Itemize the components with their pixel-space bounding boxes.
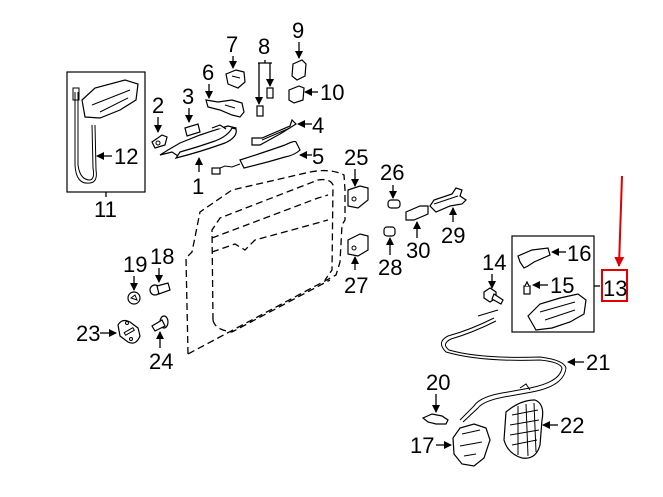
callout-7[interactable]: 7: [226, 32, 238, 57]
callout-24[interactable]: 24: [149, 349, 173, 374]
callout-21[interactable]: 21: [586, 350, 610, 375]
part-5-handle-sensor[interactable]: [211, 140, 301, 175]
callout-28[interactable]: 28: [378, 255, 402, 280]
callout-18[interactable]: 18: [150, 244, 174, 269]
part-8-pins[interactable]: [256, 87, 274, 117]
part-29-door-check[interactable]: [429, 187, 467, 213]
part-11-assembly-box[interactable]: [66, 71, 146, 193]
callout-16[interactable]: 16: [567, 241, 591, 266]
part-16-handle-cover[interactable]: [517, 247, 551, 269]
part-3-cap[interactable]: [184, 123, 201, 137]
part-20-clip[interactable]: [421, 413, 449, 425]
callout-5[interactable]: 5: [312, 144, 324, 169]
callout-12[interactable]: 12: [114, 144, 138, 169]
part-2-gasket[interactable]: [151, 134, 168, 149]
part-7-bracket[interactable]: [225, 69, 246, 89]
callout-22[interactable]: 22: [560, 413, 584, 438]
part-17-door-latch[interactable]: [452, 423, 491, 467]
callout-9[interactable]: 9: [292, 18, 304, 43]
callout-13[interactable]: 13: [603, 276, 627, 301]
part-25-upper-hinge[interactable]: [347, 185, 369, 209]
callout-27[interactable]: 27: [344, 273, 368, 298]
part-26-bushing[interactable]: [387, 199, 401, 209]
callout-20[interactable]: 20: [426, 370, 450, 395]
callout-25[interactable]: 25: [344, 145, 368, 170]
part-18-bolt[interactable]: [149, 282, 171, 296]
callout-4[interactable]: 4: [312, 113, 324, 138]
callout-19[interactable]: 19: [123, 252, 147, 277]
door-outline: [185, 169, 346, 356]
callout-17[interactable]: 17: [410, 433, 434, 458]
callout-23[interactable]: 23: [76, 321, 100, 346]
callout-8[interactable]: 8: [258, 34, 270, 59]
part-4-handle-bracket[interactable]: [251, 118, 297, 146]
part-22-shield[interactable]: [503, 399, 544, 459]
callout-11[interactable]: 11: [94, 197, 117, 222]
callout-14[interactable]: 14: [482, 250, 506, 275]
callout-29[interactable]: 29: [441, 223, 465, 248]
callout-15[interactable]: 15: [550, 273, 574, 298]
callout-26[interactable]: 26: [380, 160, 404, 185]
part-9-cap[interactable]: [291, 59, 307, 81]
part-10-cap[interactable]: [288, 85, 305, 104]
callout-2[interactable]: 2: [152, 93, 164, 118]
part-6-lock-cylinder[interactable]: [205, 99, 245, 118]
part-19-nut[interactable]: [127, 291, 141, 305]
callout-30[interactable]: 30: [406, 238, 430, 263]
part-24-screw[interactable]: [151, 315, 169, 332]
part-15-screw[interactable]: [523, 280, 531, 295]
part-21-cable[interactable]: [441, 309, 567, 423]
part-27-lower-hinge[interactable]: [347, 233, 369, 257]
part-23-striker[interactable]: [117, 319, 141, 344]
callout-1[interactable]: 1: [192, 174, 204, 199]
part-1-outside-handle[interactable]: [159, 124, 237, 159]
part-13-inside-handle-box[interactable]: [511, 235, 595, 333]
highlighted-callout-13[interactable]: 13: [601, 269, 628, 302]
highlight-arrow: [614, 175, 625, 267]
part-14-bolt[interactable]: [483, 287, 504, 305]
callout-10[interactable]: 10: [320, 80, 344, 105]
part-28-bushing[interactable]: [383, 226, 396, 237]
callout-6[interactable]: 6: [202, 60, 214, 85]
callout-3[interactable]: 3: [182, 84, 194, 109]
part-30-check-cover[interactable]: [405, 205, 429, 221]
